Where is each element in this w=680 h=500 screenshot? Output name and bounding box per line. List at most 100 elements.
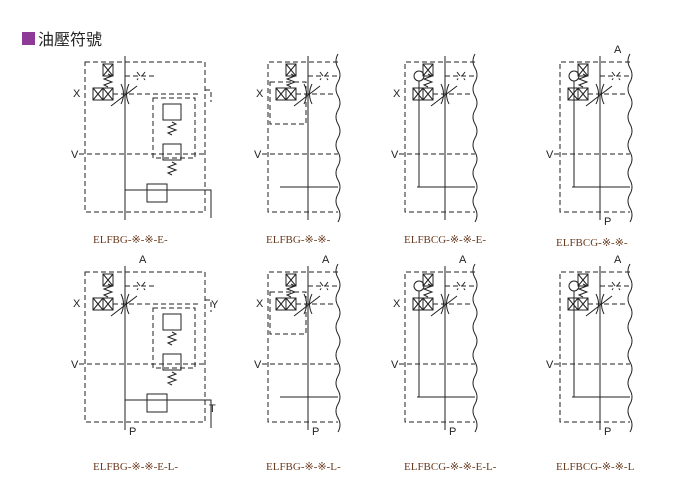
diagram-4-frame [559, 61, 630, 213]
diagram-5-port-t: T [209, 403, 216, 415]
diagram-6-adjust-cross [285, 273, 297, 287]
diagram-5-adjust-cross [102, 273, 114, 287]
diagram-2-adjust-cross [285, 63, 297, 77]
diagram-8-throttle [585, 293, 613, 317]
diagram-6-port-x: X [256, 298, 264, 310]
diagram-2-solenoid-cross [285, 87, 297, 101]
diagram-1-adjust-cross [102, 63, 114, 77]
diagram-5-pilot-valve-cross [92, 297, 104, 311]
diagram-7-check-line [418, 291, 445, 398]
diagram-7-break-line [472, 263, 478, 433]
diagram-5-port-x: X [73, 298, 81, 310]
caption-2: ELFBG-※-※- [266, 234, 331, 246]
diagram-1-port-v: V [71, 149, 79, 161]
diagram-5-relief-valve-1 [162, 313, 182, 331]
diagram-4-break-line [627, 53, 633, 223]
caption-4: ELFBCG-※-※- [556, 237, 628, 249]
diagram-4-port-a: A [614, 44, 622, 56]
diagram-3-port-x: X [393, 88, 401, 100]
diagram-8-solenoid-cross [577, 297, 589, 311]
diagram-7-orifice [445, 281, 475, 291]
diagram-1-relief-valve-1 [162, 103, 182, 121]
diagram-6-port-p: P [312, 426, 319, 438]
diagram-8-orifice [600, 281, 630, 291]
diagram-4-adjust [577, 63, 589, 77]
diagram-7-port-p: P [449, 426, 456, 438]
diagram-3-pilot-valve-cross [412, 87, 424, 101]
title-marker-icon [22, 31, 35, 45]
diagram-2-orifice [308, 71, 338, 81]
diagram-1-relief-spring-1 [166, 121, 178, 136]
diagram-1-reducing-valve [146, 183, 168, 203]
diagram-7-throttle [430, 293, 458, 317]
diagram-6-pilot-frame [269, 291, 307, 335]
diagram-3-orifice [445, 71, 475, 81]
diagram-4-port-p: P [604, 216, 611, 228]
diagram-8-break-line [627, 263, 633, 433]
diagram-5-frame [84, 271, 206, 423]
diagram-5-tank-line [125, 399, 212, 428]
diagram-5-relief-valve-2 [162, 353, 182, 371]
diagram-1-port-x: X [73, 88, 81, 100]
diagram-6-port-v: V [254, 359, 262, 371]
diagram-7-frame [404, 271, 475, 423]
diagram-6-pilot-valve-cross [275, 297, 287, 311]
diagram-7-adjust [422, 273, 434, 287]
diagram-2-port-v: V [254, 149, 262, 161]
diagram-5-adjust [102, 273, 114, 287]
diagram-1-orifice [125, 71, 155, 81]
diagram-1-relief-valve-2 [162, 143, 182, 161]
diagram-5-orifice [125, 281, 155, 291]
section-title-text: 油壓符號 [38, 30, 103, 49]
diagram-4-throttle [585, 83, 613, 107]
diagram-1-drain-line [205, 89, 212, 102]
diagram-2-adjust [285, 63, 297, 77]
diagram-3-adjust-cross [422, 63, 434, 77]
diagram-5-relief-frame [152, 307, 196, 369]
diagram-5-port-y: Y [211, 299, 219, 311]
diagram-6-orifice [308, 281, 338, 291]
diagram-1-relief-frame [152, 97, 196, 159]
diagram-7-adjust-cross [422, 273, 434, 287]
diagram-8-port-v: V [546, 359, 554, 371]
section-title: 油壓符號 [22, 26, 102, 50]
diagram-6-solenoid-cross [285, 297, 297, 311]
diagram-3-frame [404, 61, 475, 213]
diagram-3-solenoid-cross [422, 87, 434, 101]
diagram-3-check-line [418, 81, 445, 188]
diagram-2-throttle [293, 83, 321, 107]
diagram-1-throttle [110, 83, 138, 107]
caption-7: ELFBCG-※-※-E-L- [404, 461, 497, 473]
diagram-7-port-a: A [459, 254, 467, 266]
diagram-8-port-p: P [604, 426, 611, 438]
diagram-7-pilot-valve-cross [412, 297, 424, 311]
caption-1: ELFBG-※-※-E- [93, 234, 168, 246]
diagram-7-port-x: X [393, 298, 401, 310]
diagram-6-frame [267, 271, 338, 423]
diagram-2-frame [267, 61, 338, 213]
diagram-5-port-v: V [71, 359, 79, 371]
caption-5: ELFBG-※-※-E-L- [93, 461, 179, 473]
diagram-2-port-x: X [256, 88, 264, 100]
diagram-3-throttle [430, 83, 458, 107]
diagram-4-pilot-valve-cross [567, 87, 579, 101]
diagram-5-relief-spring-2 [166, 371, 178, 386]
diagram-4-port-v: V [546, 149, 554, 161]
diagram-5-port-a: A [139, 254, 147, 266]
diagram-1-adjust [102, 63, 114, 77]
diagram-5-solenoid-cross [102, 297, 114, 311]
diagram-4-adjust-cross [577, 63, 589, 77]
diagram-1-pilot-valve-cross [92, 87, 104, 101]
diagram-7-port-v: V [391, 359, 399, 371]
diagram-6-adjust [285, 273, 297, 287]
diagram-3-break-line [472, 53, 478, 223]
diagram-6-port-a: A [322, 254, 330, 266]
diagram-2-break-line [335, 53, 341, 223]
diagram-3-adjust [422, 63, 434, 77]
diagram-1-solenoid-cross [102, 87, 114, 101]
diagram-8-adjust-cross [577, 273, 589, 287]
diagram-7-solenoid-cross [422, 297, 434, 311]
caption-6: ELFBG-※-※-L- [266, 461, 341, 473]
